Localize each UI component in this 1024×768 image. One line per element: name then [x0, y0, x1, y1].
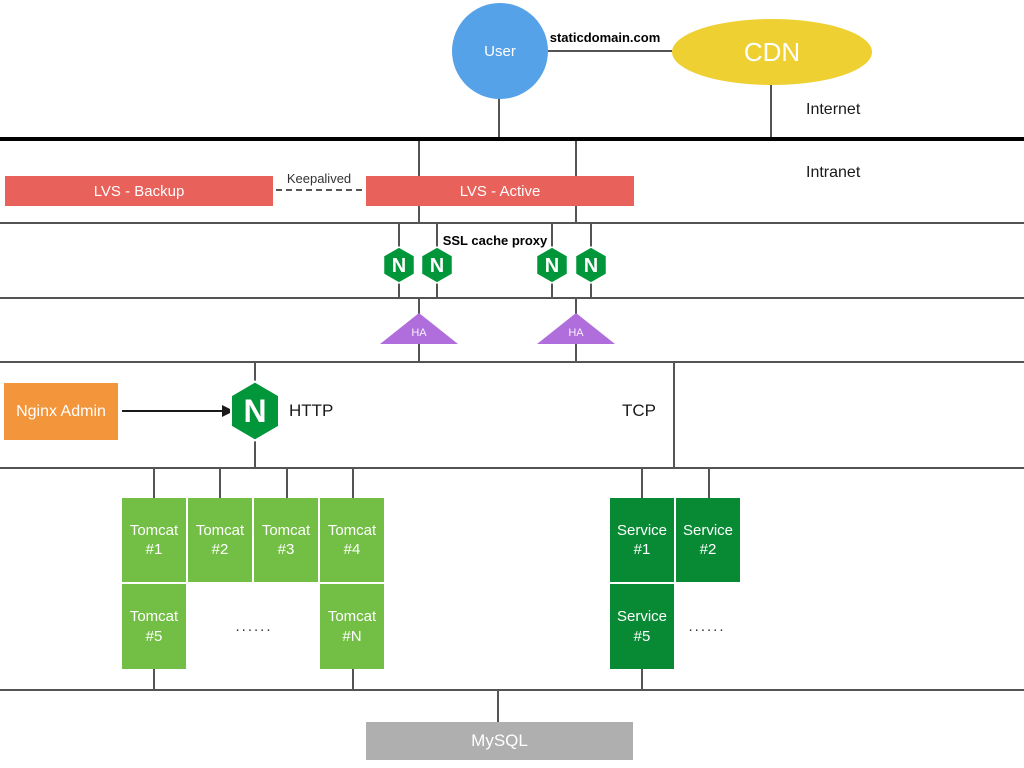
bus-line-2 [0, 297, 1024, 299]
nginx-icon: N [382, 246, 416, 284]
service-1-node: Service #1 [610, 498, 674, 582]
tomcat-stem-3 [286, 469, 288, 498]
svg-text:N: N [392, 255, 406, 277]
keepalived-label: Keepalived [286, 171, 352, 186]
user-cdn-link [548, 50, 672, 52]
bus-line-1 [0, 222, 1024, 224]
tomcat-4-label: Tomcat #4 [327, 521, 377, 559]
ha-triangle-icon [537, 313, 615, 344]
tomcat-1-label: Tomcat #1 [129, 521, 179, 559]
lvs-active-label: LVS - Active [459, 182, 541, 200]
cdn-label: CDN [743, 36, 801, 67]
tomcat5-downlink [153, 669, 155, 689]
nginx-admin-node: Nginx Admin [4, 383, 118, 440]
svg-text:N: N [430, 255, 444, 277]
tomcat-3-label: Tomcat #3 [261, 521, 311, 559]
tomcat-ellipsis: ...... [235, 618, 273, 635]
tomcat-2-node: Tomcat #2 [188, 498, 252, 582]
tcp-label: TCP [622, 401, 656, 420]
service-stem-2 [708, 469, 710, 498]
service-ellipsis: ...... [688, 618, 726, 635]
ha-triangle-icon [380, 313, 458, 344]
service-2-label: Service #2 [682, 521, 734, 559]
ha-label: HA [411, 327, 427, 339]
internet-zone-label: Internet [806, 101, 861, 118]
tomcat-stem-1 [153, 469, 155, 498]
service-5-node: Service #5 [610, 584, 674, 669]
svg-text:N: N [243, 393, 266, 429]
cdn-downlink [770, 84, 772, 138]
bus-line-4 [0, 467, 1024, 469]
intranet-zone-label: Intranet [806, 164, 861, 181]
static-domain-label: staticdomain.com [549, 30, 661, 45]
tcp-gateway-stem [673, 363, 675, 467]
tomcat-stem-4 [352, 469, 354, 498]
user-label: User [484, 42, 516, 60]
mysql-stem [497, 691, 499, 723]
service5-downlink [641, 669, 643, 689]
user-node: User [452, 3, 548, 99]
lvs-backup-label: LVS - Backup [93, 182, 185, 200]
tomcatN-downlink [352, 669, 354, 689]
cdn-node: CDN [672, 19, 872, 85]
service-5-label: Service #5 [616, 608, 668, 645]
nginx-icon: N [535, 246, 569, 284]
tomcat-3-node: Tomcat #3 [254, 498, 318, 582]
nginx-gateway-icon: N [229, 380, 281, 442]
nginx-icon: N [574, 246, 608, 284]
nginx-admin-label: Nginx Admin [16, 402, 106, 420]
svg-text:N: N [584, 255, 598, 277]
tomcat-4-node: Tomcat #4 [320, 498, 384, 582]
http-label: HTTP [289, 401, 334, 420]
ssl-cache-proxy-label: SSL cache proxy [442, 233, 548, 248]
svg-text:N: N [545, 255, 559, 277]
tomcat-n-label: Tomcat #N [327, 608, 377, 645]
lvs-active-node: LVS - Active [366, 176, 634, 206]
tomcat-5-label: Tomcat #5 [129, 608, 179, 645]
bus-line-3 [0, 361, 1024, 363]
service-2-node: Service #2 [676, 498, 740, 582]
service-1-label: Service #1 [616, 521, 668, 559]
mysql-node: MySQL [366, 722, 633, 760]
tomcat-1-node: Tomcat #1 [122, 498, 186, 582]
tomcat-n-node: Tomcat #N [320, 584, 384, 669]
ha-label: HA [568, 327, 584, 339]
internet-intranet-divider [0, 137, 1024, 141]
lvs-backup-node: LVS - Backup [5, 176, 273, 206]
user-downlink [498, 98, 500, 138]
bus-line-5 [0, 689, 1024, 691]
nginx-icon: N [420, 246, 454, 284]
mysql-label: MySQL [471, 731, 528, 750]
keepalived-dashed-link [276, 189, 362, 191]
tomcat-2-label: Tomcat #2 [195, 521, 245, 559]
service-stem-1 [641, 469, 643, 498]
tomcat-stem-2 [219, 469, 221, 498]
tomcat-5-node: Tomcat #5 [122, 584, 186, 669]
admin-arrow [122, 410, 222, 412]
